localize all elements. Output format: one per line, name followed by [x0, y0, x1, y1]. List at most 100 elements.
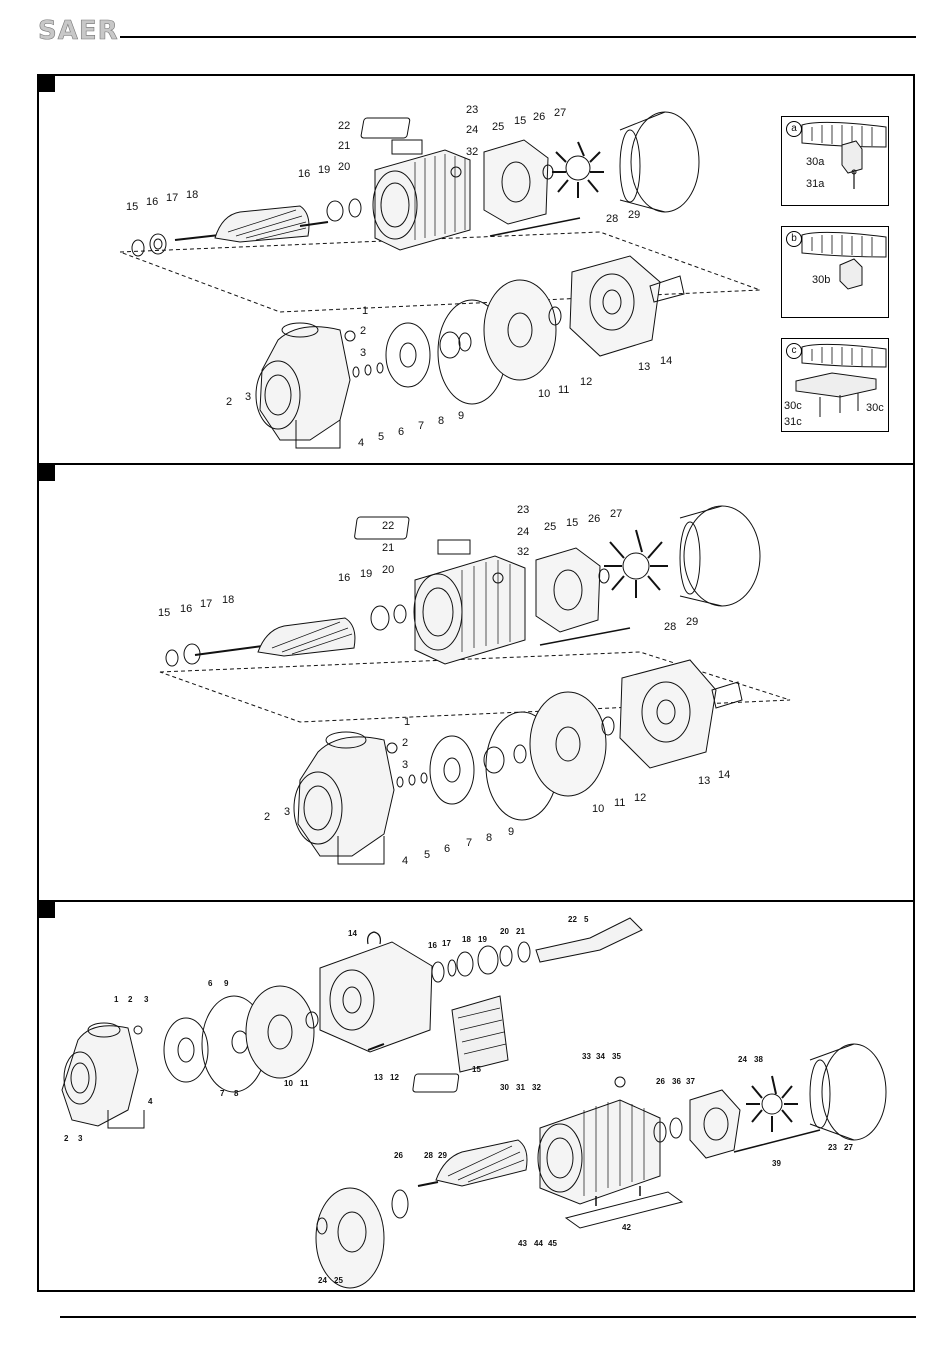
header-rule: [120, 36, 916, 38]
callout-label: 17: [166, 192, 178, 204]
inset-a-drawing: 30a 31a: [801, 121, 887, 190]
callout-label: 4: [148, 1097, 153, 1106]
callout-label: 16: [298, 168, 310, 180]
callout-label: 15: [472, 1065, 481, 1074]
inset-a: a 30a 31a: [781, 116, 889, 206]
callout-label: 26: [533, 111, 545, 123]
callout-label: 5: [378, 431, 384, 443]
callout-label: 32: [517, 546, 529, 558]
section-marker-b: [39, 465, 55, 481]
callout-label: 22: [338, 120, 350, 132]
callout-label: 1: [404, 716, 410, 728]
inset-c: c 30c 30c 31c: [781, 338, 889, 432]
callout-label: 27: [844, 1143, 853, 1152]
callout-label: 33: [582, 1052, 591, 1061]
callout-label: 16: [338, 572, 350, 584]
callout-label: 38: [754, 1055, 763, 1064]
callout-label: 14: [718, 769, 730, 781]
callout-label: 35: [612, 1052, 621, 1061]
callout-label: 11: [558, 384, 569, 396]
callout-label: 9: [458, 410, 464, 422]
callout-label: 32: [466, 146, 478, 158]
callout-label: 10: [538, 388, 550, 400]
callout-label: 6: [444, 843, 450, 855]
callout-label: 3: [144, 995, 149, 1004]
callout-label: 19: [318, 164, 330, 176]
callout-label: 21: [338, 140, 350, 152]
callout-label: 13: [638, 361, 650, 373]
callout-label: 26: [394, 1151, 403, 1160]
section-divider-1: [37, 463, 915, 465]
inset-b: b 30b: [781, 226, 889, 318]
callout-label: 5: [424, 849, 430, 861]
section-marker-a: [39, 76, 55, 92]
section-b-callouts: 23 22 24 21 32 25 15 26 27 16 19 20 15 1…: [158, 504, 730, 867]
callout-label: 28: [424, 1151, 433, 1160]
callout-label: 11: [614, 797, 625, 809]
callout-label: 31c: [784, 416, 802, 428]
callout-label: 5: [584, 915, 589, 924]
diagram-frame: [37, 74, 915, 1292]
callout-label: 12: [634, 792, 646, 804]
callout-label: 30: [500, 1083, 509, 1092]
callout-label: 15: [126, 201, 138, 213]
callout-label: 25: [544, 521, 556, 533]
callout-label: 14: [348, 929, 357, 938]
callout-label: 15: [566, 517, 578, 529]
callout-label: 19: [478, 935, 487, 944]
callout-label: 34: [596, 1052, 605, 1061]
callout-label: 24: [517, 526, 529, 538]
callout-label: 22: [382, 520, 394, 532]
callout-label: 39: [772, 1159, 781, 1168]
callout-label: 17: [442, 939, 451, 948]
callout-label: 18: [222, 594, 234, 606]
section-divider-2: [37, 900, 915, 902]
callout-label: 28: [664, 621, 676, 633]
callout-label: 12: [580, 376, 592, 388]
callout-label: 7: [466, 837, 472, 849]
callout-label: 45: [548, 1239, 557, 1248]
callout-label: 12: [390, 1073, 399, 1082]
callout-label: 16: [428, 941, 437, 950]
callout-label: 8: [438, 415, 444, 427]
callout-label: 13: [698, 775, 710, 787]
callout-label: 23: [517, 504, 529, 516]
callout-label: 22: [568, 915, 577, 924]
callout-label: 31: [516, 1083, 525, 1092]
callout-label: 25: [334, 1276, 343, 1285]
inset-tag: c: [786, 343, 802, 359]
callout-label: 1: [362, 305, 368, 317]
callout-label: 2: [360, 325, 366, 337]
callout-label: 3: [360, 347, 366, 359]
callout-label: 2: [128, 995, 133, 1004]
callout-label: 29: [438, 1151, 447, 1160]
callout-label: 2: [264, 811, 270, 823]
section-marker-c: [39, 902, 55, 918]
callout-label: 31a: [806, 178, 825, 190]
inset-tag: b: [786, 231, 802, 247]
callout-label: 18: [462, 935, 471, 944]
callout-label: 37: [686, 1077, 695, 1086]
callout-label: 3: [78, 1134, 83, 1143]
inset-c-drawing: 30c 30c 31c: [784, 343, 887, 428]
callout-label: 21: [516, 927, 525, 936]
callout-label: 7: [220, 1089, 225, 1098]
callout-label: 18: [186, 189, 198, 201]
callout-label: 17: [200, 598, 212, 610]
callout-label: 14: [660, 355, 672, 367]
callout-label: 20: [338, 161, 350, 173]
callout-label: 8: [486, 832, 492, 844]
callout-label: 24: [466, 124, 478, 136]
inset-b-drawing: 30b: [801, 231, 887, 290]
callout-label: 3: [402, 759, 408, 771]
callout-label: 25: [492, 121, 504, 133]
callout-label: 29: [686, 616, 698, 628]
callout-label: 43: [518, 1239, 527, 1248]
inset-tag: a: [786, 121, 802, 137]
callout-label: 3: [284, 806, 290, 818]
callout-label: 2: [402, 737, 408, 749]
callout-label: 24: [318, 1276, 327, 1285]
